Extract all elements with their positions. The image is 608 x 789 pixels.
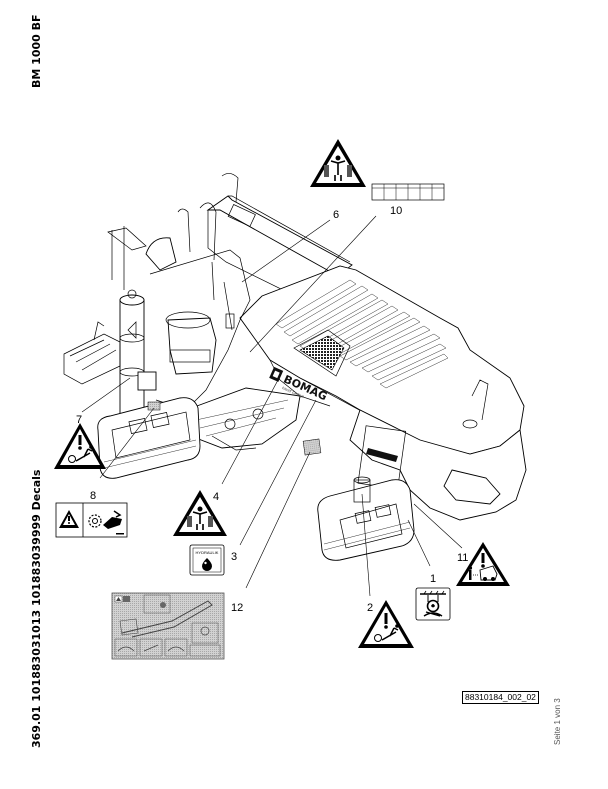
decal-10-sound-table: [371, 183, 445, 201]
callout-8: 8: [90, 490, 96, 502]
decal-location-8: [147, 401, 161, 411]
callout-2: 2: [367, 602, 373, 614]
engine-grille: [299, 335, 345, 371]
callout-numbers: 6 10 7 8 4 3 12 2 1 11: [76, 205, 468, 614]
decal-4-danger-zone-icon: [173, 490, 227, 536]
machine-drawing: [63, 173, 527, 561]
callout-6: 6: [333, 209, 339, 221]
decal-3-hydraulic-oil-decal: HYDRAULIK: [189, 544, 225, 576]
decal-11-machine-crush-warning-icon: [456, 542, 510, 586]
decal-2-crush-warning-icon: [358, 600, 414, 648]
left-track: [97, 397, 201, 479]
decal-6-danger-zone-icon: [310, 139, 366, 187]
callout-10: 10: [390, 205, 402, 217]
decal-location-3: [302, 438, 322, 456]
drawing-number: 88310184_002_02: [462, 691, 539, 704]
callout-4: 4: [213, 491, 219, 503]
callout-1: 1: [430, 573, 436, 585]
callout-12: 12: [231, 602, 243, 614]
right-track: [317, 476, 415, 561]
decal-12-operation-overview-decal: [111, 592, 225, 660]
milling-unit: [185, 387, 322, 456]
decal-8-milling-drum-decal: [55, 502, 128, 538]
callout-7: 7: [76, 414, 82, 426]
front-platform: [63, 321, 121, 385]
decal-7-crush-warning-icon: [54, 423, 106, 469]
hydraulic-label: HYDRAULIK: [196, 550, 219, 555]
callout-3: 3: [231, 551, 237, 563]
operator-column: [107, 202, 251, 419]
leader-lines: [81, 215, 463, 597]
rear-body: [349, 379, 527, 521]
decal-1-lifting-point-decal: [415, 587, 451, 621]
callout-11: 11: [457, 552, 468, 564]
